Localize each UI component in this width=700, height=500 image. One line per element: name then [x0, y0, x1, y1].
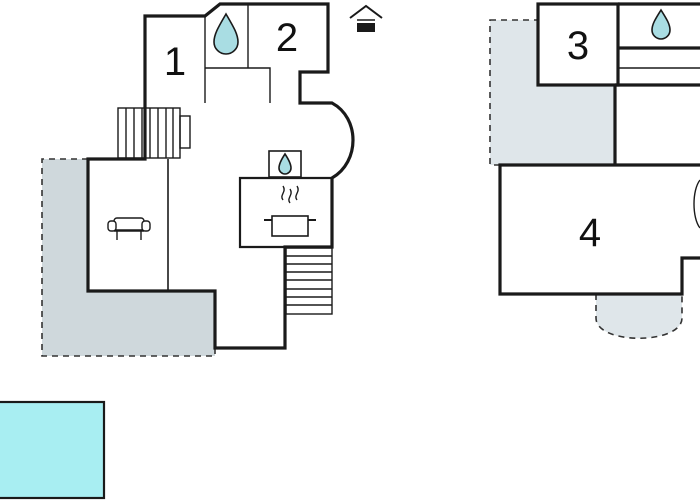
- room-number-4: 4: [579, 211, 601, 255]
- swimming-pool: [0, 400, 106, 500]
- room-number-3: 3: [567, 24, 589, 68]
- room-4: [498, 163, 700, 296]
- room-number-1: 1: [164, 40, 186, 84]
- room-3: [536, 2, 620, 87]
- water-drop-icon: [213, 12, 239, 55]
- upper-bath-outline: [618, 2, 700, 50]
- kitchen-counter: [238, 176, 334, 249]
- stairs-upper: [117, 107, 191, 159]
- terrace-area: [41, 158, 216, 357]
- balcony-area: [489, 19, 616, 166]
- cooking-pot-icon: [264, 185, 316, 237]
- armchair-icon: [107, 217, 151, 240]
- bath-wall: [205, 67, 271, 103]
- upper-hall: [613, 83, 700, 165]
- upper-floor-plan: 3 4: [489, 2, 700, 340]
- small-balcony: [595, 294, 683, 340]
- ground-floor-plan: 1 2: [41, 2, 383, 357]
- stairs-lower: [285, 247, 333, 315]
- room-number-2: 2: [276, 16, 298, 60]
- house-outline: [86, 2, 355, 350]
- water-drop-icon: [268, 150, 302, 178]
- water-drop-icon: [651, 8, 671, 40]
- room-4-door-arc: [693, 179, 700, 229]
- entrance-icon: [349, 4, 383, 32]
